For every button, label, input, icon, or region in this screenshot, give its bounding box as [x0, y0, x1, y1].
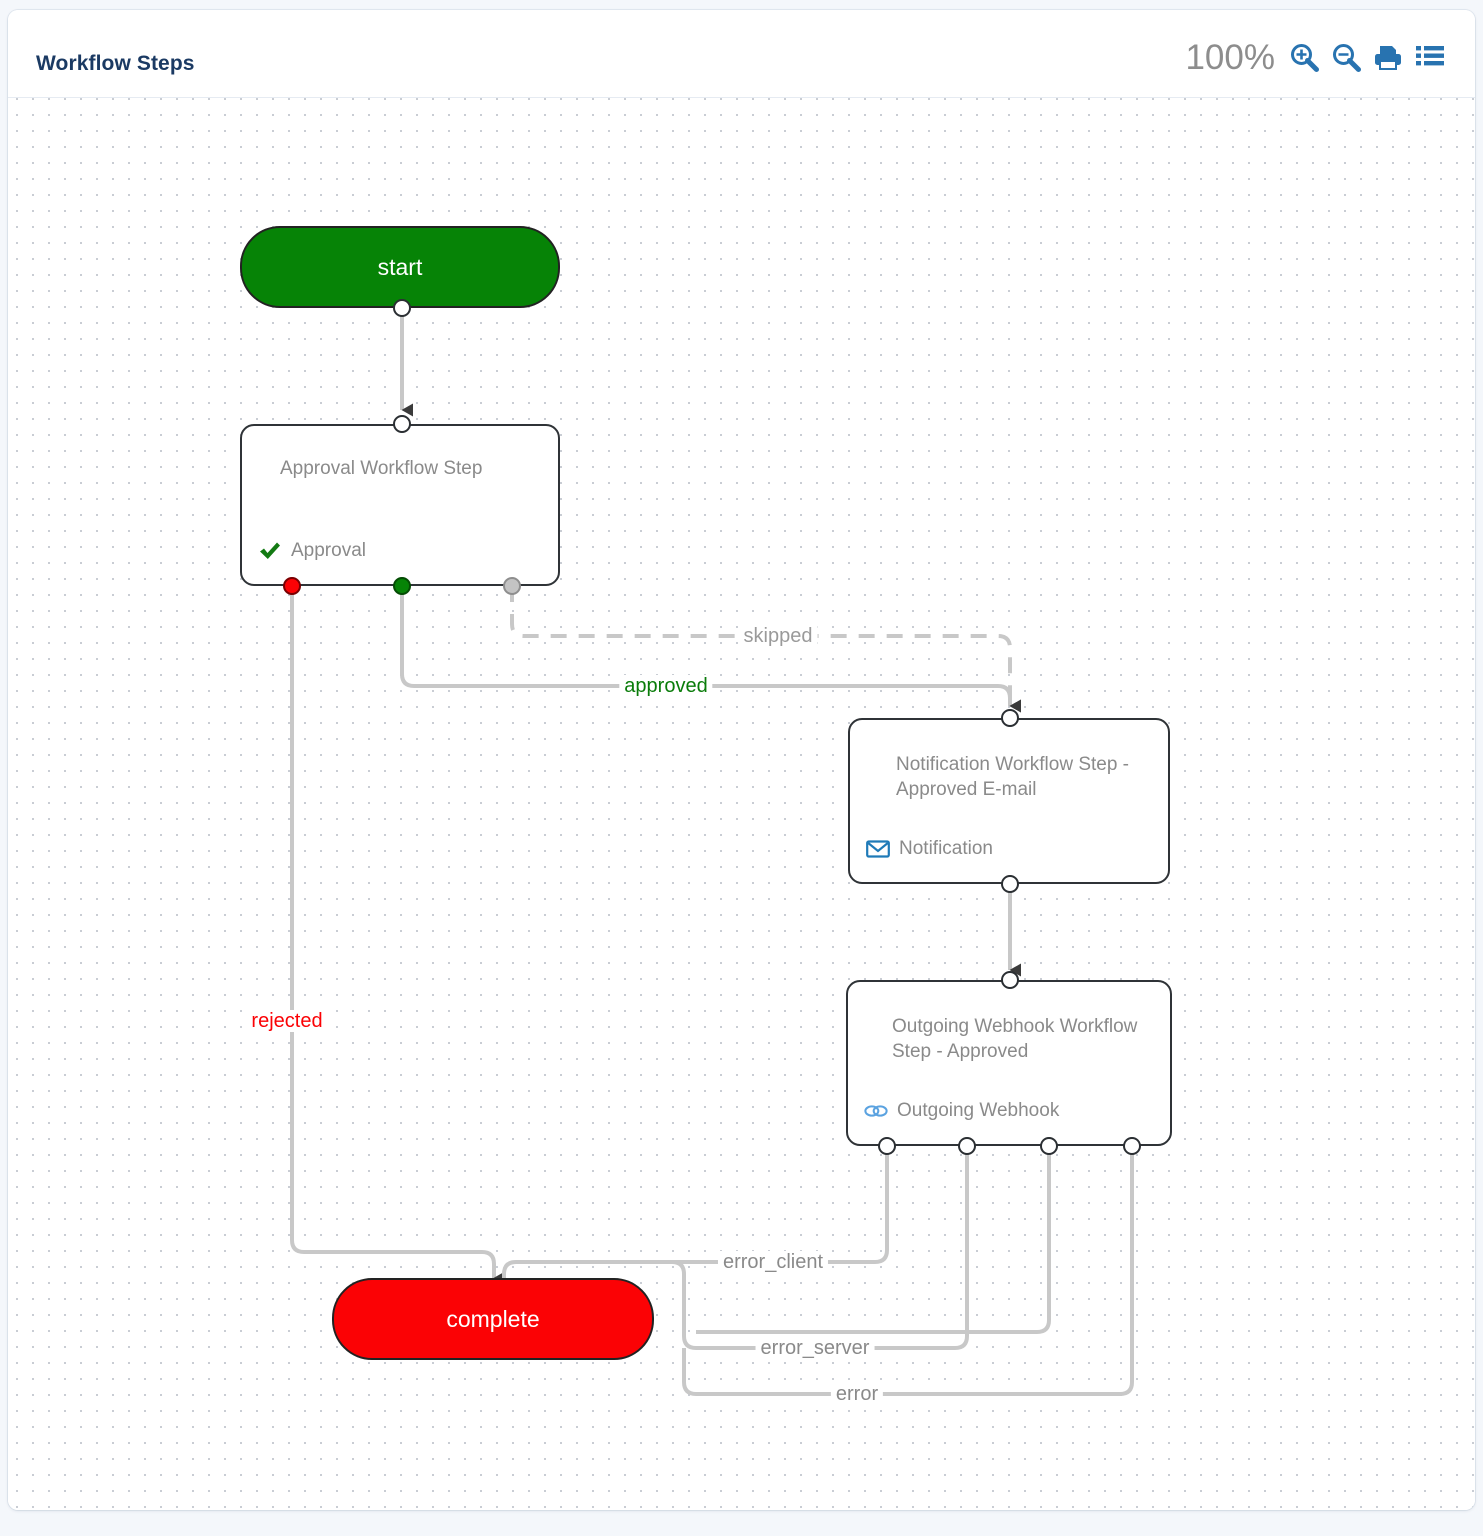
node-notification-meta-label: Notification: [899, 838, 993, 859]
node-start[interactable]: start: [240, 226, 560, 308]
node-approval[interactable]: Approval Workflow Step Approval: [240, 424, 560, 586]
node-approval-meta: Approval: [258, 540, 366, 562]
node-webhook-meta-label: Outgoing Webhook: [897, 1100, 1060, 1121]
port-webhook-error-server[interactable]: [958, 1137, 976, 1155]
edge-label-error-server: error_server: [755, 1337, 875, 1359]
edge-label-approved: approved: [619, 675, 713, 697]
list-icon[interactable]: [1411, 38, 1449, 76]
zoom-out-icon[interactable]: [1327, 38, 1365, 76]
workflow-card: Workflow Steps 100%: [8, 10, 1475, 1510]
node-webhook[interactable]: Outgoing Webhook Workflow Step - Approve…: [846, 980, 1172, 1146]
port-approval-skipped[interactable]: [503, 577, 521, 595]
node-approval-title: Approval Workflow Step: [280, 458, 483, 479]
node-complete-label: complete: [446, 1305, 540, 1332]
node-webhook-title: Outgoing Webhook Workflow Step - Approve…: [892, 1016, 1138, 1062]
node-notification[interactable]: Notification Workflow Step - Approved E-…: [848, 718, 1170, 884]
node-complete[interactable]: complete: [332, 1278, 654, 1360]
port-webhook-error-client[interactable]: [878, 1137, 896, 1155]
card-header: Workflow Steps 100%: [8, 10, 1475, 98]
port-approval-in[interactable]: [393, 415, 411, 433]
port-approval-rejected[interactable]: [283, 577, 301, 595]
check-icon: [258, 540, 282, 562]
edge-label-rejected: rejected: [246, 1010, 328, 1032]
edge-rejected: [290, 586, 505, 1285]
workflow-canvas[interactable]: start Approval Workflow Step Approval: [8, 98, 1475, 1510]
node-notification-title: Notification Workflow Step - Approved E-…: [896, 754, 1130, 800]
node-webhook-meta: Outgoing Webhook: [864, 1100, 1059, 1122]
zoom-in-icon[interactable]: [1285, 38, 1323, 76]
port-webhook-error[interactable]: [1123, 1137, 1141, 1155]
edge-label-error-client: error_client: [717, 1251, 829, 1273]
link-icon: [864, 1100, 888, 1122]
envelope-icon: [866, 838, 890, 860]
toolbar: 100%: [1185, 36, 1449, 78]
node-approval-meta-label: Approval: [291, 540, 366, 561]
edge-label-error: error: [830, 1383, 884, 1405]
edge-label-skipped: skipped: [738, 625, 818, 647]
port-notification-out[interactable]: [1001, 875, 1019, 893]
edge-error-client: [502, 1146, 889, 1278]
port-approval-approved[interactable]: [393, 577, 411, 595]
node-start-label: start: [377, 253, 423, 280]
port-start-out[interactable]: [393, 299, 411, 317]
port-webhook-in[interactable]: [1001, 971, 1019, 989]
edge-layer: [290, 308, 1134, 1396]
node-notification-meta: Notification: [866, 838, 993, 860]
port-webhook-out-3[interactable]: [1040, 1137, 1058, 1155]
edge-error-server-2: [696, 1146, 1051, 1334]
port-notification-in[interactable]: [1001, 709, 1019, 727]
zoom-level-label: 100%: [1185, 37, 1275, 77]
page-title: Workflow Steps: [36, 52, 195, 75]
print-icon[interactable]: [1369, 38, 1407, 76]
